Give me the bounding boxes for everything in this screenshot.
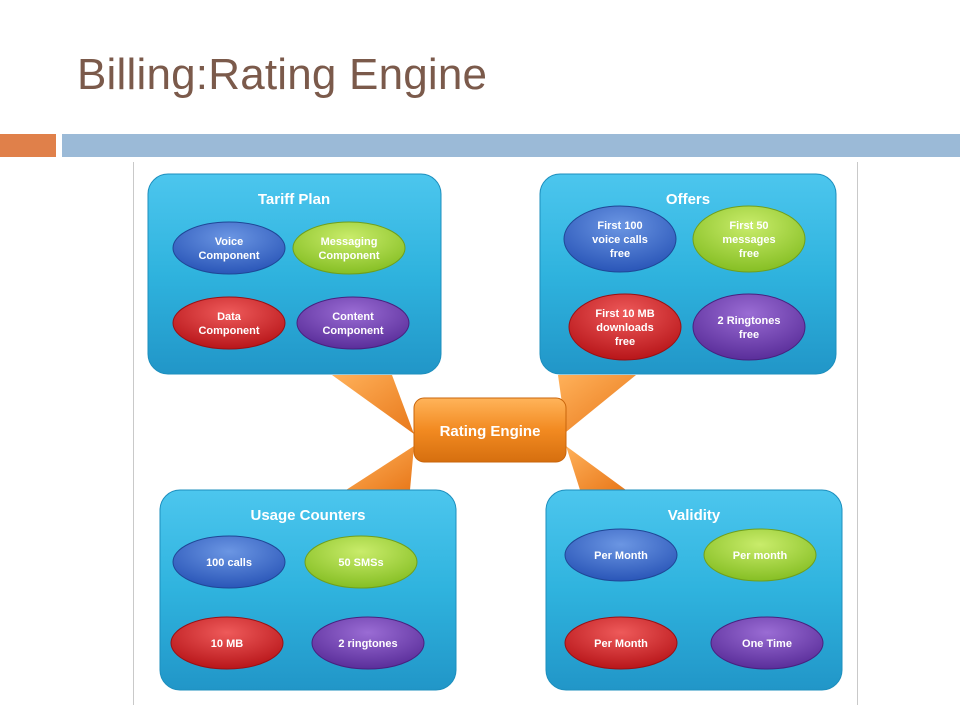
offers-oval-4-label: free — [739, 329, 759, 341]
usage-counters-ovals: 100 calls 50 SMSs 10 MB 2 ringtones — [170, 535, 425, 670]
usage-oval-1-label: 100 calls — [206, 557, 252, 569]
usage-oval-4 — [311, 616, 425, 670]
offers-oval-2-label: free — [739, 248, 759, 260]
validity-oval-3-label: Per Month — [594, 638, 648, 650]
tariff-oval-2-label: Messaging — [321, 236, 378, 248]
offers-oval-3 — [568, 293, 682, 361]
arrow-usage-to-hub — [346, 446, 414, 490]
tariff-oval-1-label: Voice — [215, 236, 244, 248]
tariff-oval-4-label: Content — [332, 311, 374, 323]
validity-title: Validity — [668, 507, 721, 524]
validity-oval-3 — [564, 616, 678, 670]
offers-oval-3-label: downloads — [596, 322, 653, 334]
offers-oval-3-label: free — [615, 336, 635, 348]
offers-oval-4 — [692, 293, 806, 361]
tariff-oval-3-label: Component — [198, 325, 259, 337]
rating-engine-hub — [413, 397, 567, 463]
offers-oval-3-label: First 10 MB — [595, 308, 654, 320]
rating-engine-label: Rating Engine — [440, 423, 541, 440]
tariff-oval-4 — [296, 296, 410, 350]
offers-oval-1-label: First 100 — [597, 220, 642, 232]
offers-oval-4-label: 2 Ringtones — [718, 315, 781, 327]
usage-oval-2 — [304, 535, 418, 589]
arrow-offers-to-hub — [558, 375, 636, 432]
title-accent-bar-orange — [0, 134, 56, 157]
offers-oval-2-label: First 50 — [729, 220, 768, 232]
offers-title: Offers — [666, 191, 710, 208]
tariff-oval-2 — [292, 221, 406, 275]
tariff-oval-3 — [172, 296, 286, 350]
validity-oval-4 — [710, 616, 824, 670]
offers-oval-1-label: voice calls — [592, 234, 648, 246]
offers-oval-2-label: messages — [722, 234, 775, 246]
validity-oval-1-label: Per Month — [594, 550, 648, 562]
tariff-plan-title: Tariff Plan — [258, 191, 330, 208]
offers-oval-1 — [563, 205, 677, 273]
usage-oval-1 — [172, 535, 286, 589]
validity-oval-2 — [703, 528, 817, 582]
title-accent-bar-blue — [62, 134, 960, 157]
tariff-plan-ovals: VoiceComponentMessagingComponentDataComp… — [172, 221, 410, 350]
usage-oval-2-label: 50 SMSs — [338, 557, 383, 569]
tariff-oval-3-label: Data — [217, 311, 242, 323]
usage-counters-title: Usage Counters — [250, 507, 365, 524]
offers-oval-2 — [692, 205, 806, 273]
tariff-oval-2-label: Component — [318, 250, 379, 262]
tariff-oval-4-label: Component — [322, 325, 383, 337]
validity-oval-1 — [564, 528, 678, 582]
usage-oval-3-label: 10 MB — [211, 638, 243, 650]
offers-oval-1-label: free — [610, 248, 630, 260]
arrow-tariff-to-hub — [332, 375, 414, 434]
usage-oval-3 — [170, 616, 284, 670]
validity-oval-4-label: One Time — [742, 638, 792, 650]
offers-ovals: First 100 voice calls free First 50 messages… — [563, 205, 806, 361]
arrow-validity-to-hub — [566, 446, 626, 490]
tariff-oval-1 — [172, 221, 286, 275]
validity-oval-2-label: Per month — [733, 550, 788, 562]
page-title: Billing:Rating Engine — [77, 50, 488, 99]
usage-oval-4-label: 2 ringtones — [338, 638, 397, 650]
tariff-oval-1-label: Component — [198, 250, 259, 262]
